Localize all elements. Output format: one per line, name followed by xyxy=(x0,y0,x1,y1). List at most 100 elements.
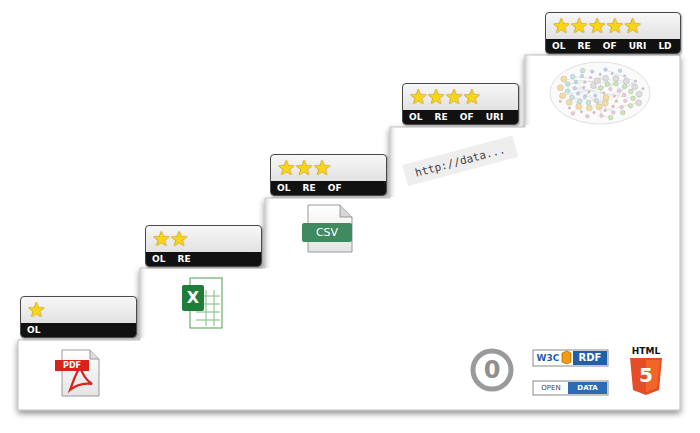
cloud-link xyxy=(613,81,626,106)
cloud-link xyxy=(605,81,635,103)
cloud-dataset xyxy=(602,100,608,106)
cloud-dataset xyxy=(596,104,602,110)
cloud-dataset xyxy=(598,86,603,91)
cloud-dataset xyxy=(580,74,584,78)
riser-shade xyxy=(140,268,147,338)
cloud-dataset xyxy=(593,94,597,98)
cloud-dataset xyxy=(604,68,608,72)
cloud-dataset xyxy=(632,84,638,90)
data-text: DATA xyxy=(568,382,607,394)
cloud-dataset xyxy=(623,78,629,84)
open-data-badge xyxy=(533,381,608,395)
rating-badge: ★OL xyxy=(20,296,137,338)
cloud-dataset xyxy=(573,86,577,90)
cloud-dataset xyxy=(559,100,561,102)
uri-strip xyxy=(402,136,518,187)
rating-badge: ★★OL RE xyxy=(145,225,262,267)
cloud-dataset xyxy=(560,93,566,99)
cloud-link xyxy=(564,79,582,112)
csv-icon xyxy=(302,205,352,252)
cloud-link xyxy=(605,103,639,111)
cloud-dataset xyxy=(565,82,570,87)
cloud-dataset xyxy=(620,110,625,115)
cc-zero-icon xyxy=(473,351,511,389)
cloud-dataset xyxy=(584,81,586,83)
riser-shade xyxy=(390,127,397,197)
cloud-dataset xyxy=(565,89,570,94)
cloud-dataset xyxy=(622,84,627,89)
cloud-dataset xyxy=(571,112,575,116)
open-text: OPEN xyxy=(534,382,568,394)
cloud-dataset xyxy=(605,81,610,86)
html5-icon xyxy=(630,358,662,395)
cloud-dataset xyxy=(594,78,600,84)
cloud-link xyxy=(589,81,626,92)
cloud-dataset xyxy=(599,73,601,75)
star-rating: ★ xyxy=(21,297,136,323)
cloud-dataset xyxy=(586,100,591,105)
cloud-dataset xyxy=(580,68,585,73)
cloud-dataset xyxy=(613,75,619,81)
cloud-dataset xyxy=(612,105,614,107)
criteria-bar: OL RE OF xyxy=(271,181,386,195)
cloud-dataset xyxy=(577,99,582,104)
cloud-dataset xyxy=(642,88,644,90)
star-rating: ★★★★ xyxy=(403,84,518,110)
cloud-dataset xyxy=(570,95,575,100)
cloud-dataset xyxy=(622,93,626,97)
cloud-dataset xyxy=(612,111,616,115)
csv-label: CSV xyxy=(302,223,352,242)
rdf-label: RDF xyxy=(573,351,607,365)
pdf-label: PDF xyxy=(55,360,89,371)
star-rating: ★★★ xyxy=(271,155,386,181)
riser-shade xyxy=(525,55,532,125)
criteria-bar: OL RE xyxy=(146,252,261,266)
cloud-dataset xyxy=(570,74,575,79)
cloud-dataset xyxy=(603,75,609,81)
cloud-dataset xyxy=(576,92,580,96)
cloud-dataset xyxy=(574,80,578,84)
cloud-dataset xyxy=(603,92,605,94)
w3c-rdf-badge xyxy=(533,350,608,366)
cloud-dataset xyxy=(623,99,627,103)
cloud-dataset xyxy=(614,81,619,86)
rating-badge: ★★★★OL RE OF URI xyxy=(402,83,519,125)
cloud-dataset xyxy=(615,100,617,102)
cloud-dataset xyxy=(617,89,621,93)
cloud-dataset xyxy=(631,96,636,101)
cloud-link xyxy=(606,70,636,81)
html-text: HTML xyxy=(626,346,666,357)
cloud-dataset xyxy=(590,70,594,74)
cloud-dataset xyxy=(603,95,609,101)
cloud-dataset xyxy=(568,107,570,109)
cloud-dataset xyxy=(566,99,572,105)
cloud-dataset xyxy=(620,105,624,109)
rating-badge: ★★★★★OL RE OF URI LD xyxy=(545,12,681,54)
cloud-dataset xyxy=(628,89,633,94)
cloud-dataset xyxy=(609,87,613,91)
criteria-bar: OL RE OF URI xyxy=(403,110,518,124)
cloud-dataset xyxy=(608,115,613,120)
cloud-dataset xyxy=(594,98,599,103)
riser-shade xyxy=(265,198,272,268)
w3c-logo-text: W3C xyxy=(534,351,562,365)
cloud-dataset xyxy=(583,95,587,99)
cloud-dataset xyxy=(604,109,606,111)
cloud-dataset xyxy=(634,80,636,82)
cloud-dataset xyxy=(583,86,585,88)
criteria-bar: OL xyxy=(21,323,136,337)
cloud-link xyxy=(589,81,635,108)
excel-mark: X xyxy=(182,285,204,311)
cloud-dataset xyxy=(613,95,615,97)
cloud-dataset xyxy=(580,110,582,112)
cloud-dataset xyxy=(611,72,613,74)
star-rating: ★★ xyxy=(146,226,261,252)
staircase xyxy=(18,55,680,410)
pdf-icon xyxy=(55,350,99,396)
cloud-dataset xyxy=(593,111,595,113)
linked-data-cloud xyxy=(550,62,650,124)
cc-zero-mark: 0 xyxy=(474,352,510,388)
html5-number: 5 xyxy=(633,361,659,389)
